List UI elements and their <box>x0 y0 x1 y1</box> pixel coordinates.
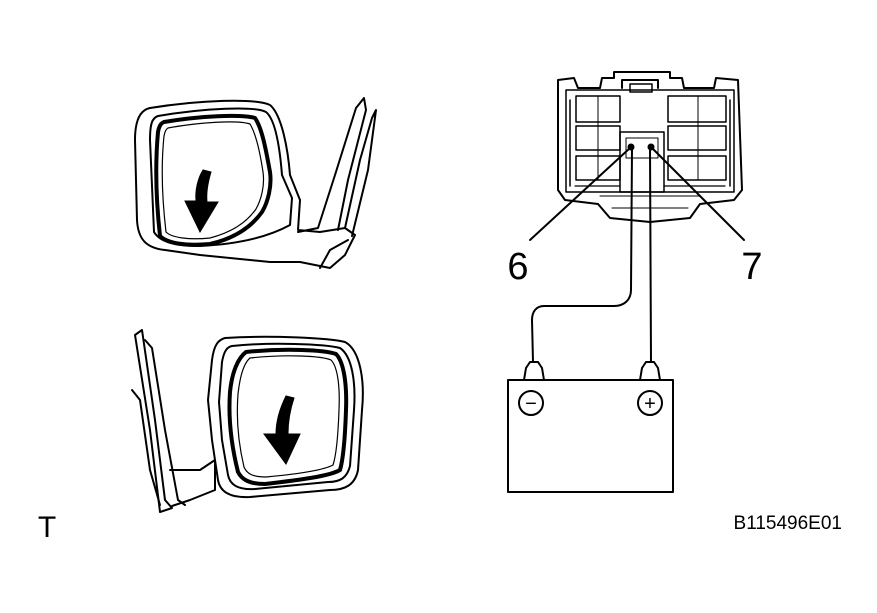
connector <box>557 71 743 223</box>
negative-lead <box>531 147 633 363</box>
leader-line-6 <box>529 147 631 241</box>
leader-line-7 <box>651 147 745 241</box>
positive-terminal-symbol: + <box>637 390 663 416</box>
tilt-down-arrow-upper <box>184 169 219 234</box>
negative-terminal-symbol: − <box>518 390 544 416</box>
figure-code: B115496E01 <box>734 513 842 534</box>
svg-text:−: − <box>525 393 537 415</box>
test-leads <box>531 147 652 363</box>
view-letter: T <box>38 511 56 544</box>
positive-lead <box>649 147 652 363</box>
upper-mirror <box>134 97 377 269</box>
tilt-down-arrow-lower <box>263 395 301 465</box>
lower-mirror <box>131 329 364 513</box>
pin-6-label: 6 <box>507 246 528 288</box>
battery <box>507 361 674 493</box>
pin-7-label: 7 <box>741 246 762 288</box>
pin-6-dot <box>627 143 635 151</box>
svg-text:+: + <box>644 393 656 415</box>
pin-7-dot <box>647 143 655 151</box>
